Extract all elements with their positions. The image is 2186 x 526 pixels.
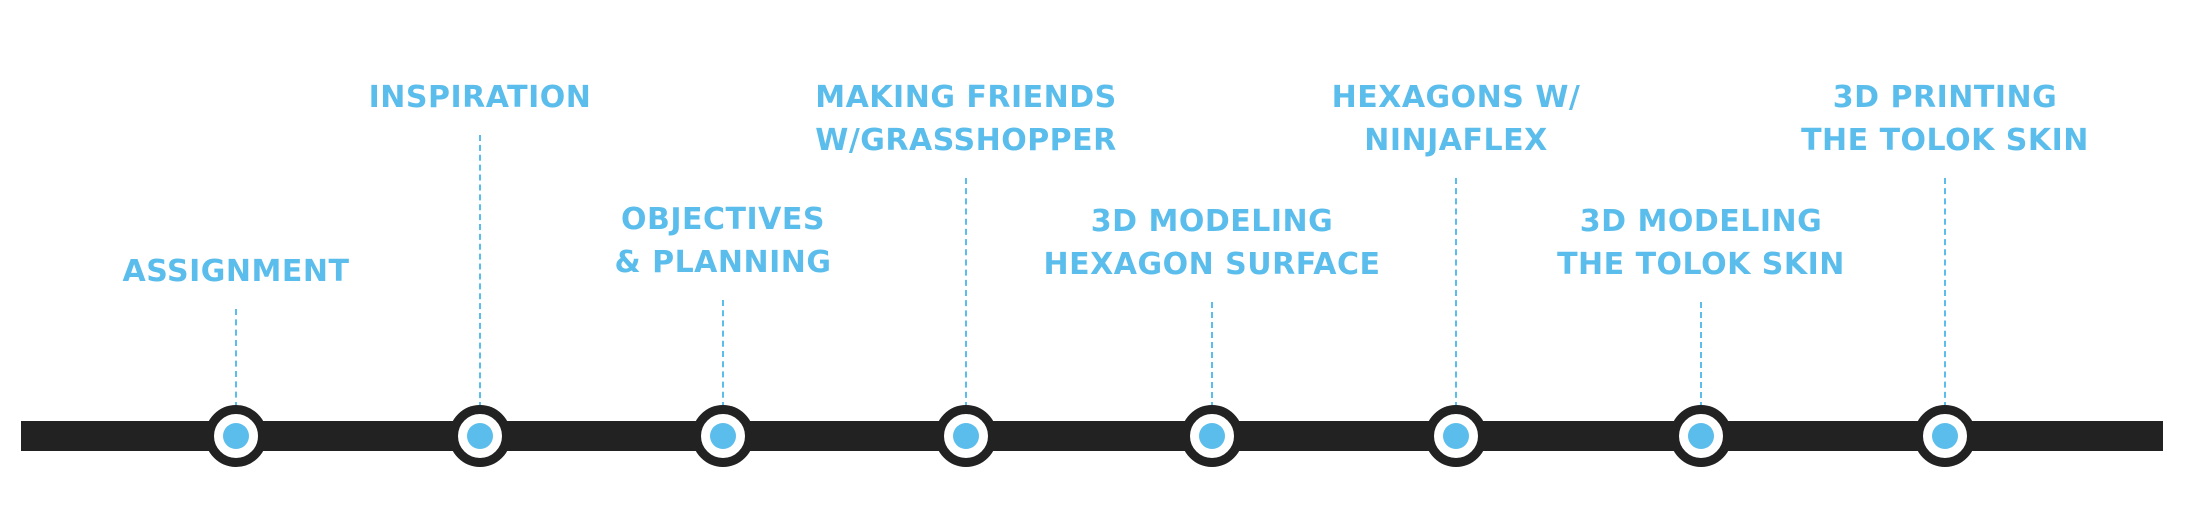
step-label: HEXAGONS W/NINJAFLEX bbox=[1332, 76, 1581, 162]
step-label-line: HEXAGON SURFACE bbox=[1043, 247, 1381, 282]
step-label: INSPIRATION bbox=[369, 76, 592, 119]
step-label-line: 3D MODELING bbox=[1579, 204, 1823, 239]
step-label-line: THE TOLOK SKIN bbox=[1557, 247, 1845, 282]
step-label: 3D MODELING HEXAGON SURFACE bbox=[1044, 200, 1381, 286]
step-label-line: ASSIGNMENT bbox=[122, 254, 350, 289]
step-connector bbox=[1944, 178, 1946, 408]
step-label: 3D MODELING THE TOLOK SKIN bbox=[1557, 200, 1845, 286]
step-label-line: THE TOLOK SKIN bbox=[1801, 123, 2089, 158]
step-connector bbox=[965, 178, 967, 408]
step-label-line: 3D MODELING bbox=[1090, 204, 1334, 239]
step-label-line: OBJECTIVES bbox=[621, 202, 825, 237]
step-connector bbox=[1211, 302, 1213, 408]
step-label: ASSIGNMENT bbox=[123, 250, 350, 293]
step-label: MAKING FRIENDS W/GRASSHOPPER bbox=[815, 76, 1117, 162]
step-label-line: W/GRASSHOPPER bbox=[815, 123, 1117, 158]
step-label-line: HEXAGONS W/ bbox=[1331, 80, 1581, 115]
step-label-line: NINJAFLEX bbox=[1364, 123, 1548, 158]
step-label-line: INSPIRATION bbox=[368, 80, 592, 115]
step-label: OBJECTIVES & PLANNING bbox=[614, 198, 831, 284]
step-connector bbox=[1455, 178, 1457, 408]
step-connector bbox=[1700, 302, 1702, 408]
step-connector bbox=[722, 300, 724, 408]
step-connector bbox=[479, 135, 481, 408]
timeline-track bbox=[21, 421, 2163, 451]
step-label-line: 3D PRINTING bbox=[1832, 80, 2058, 115]
step-label: 3D PRINTING THE TOLOK SKIN bbox=[1801, 76, 2089, 162]
step-label-line: & PLANNING bbox=[614, 245, 832, 280]
step-label-line: MAKING FRIENDS bbox=[815, 80, 1117, 115]
step-connector bbox=[235, 309, 237, 408]
